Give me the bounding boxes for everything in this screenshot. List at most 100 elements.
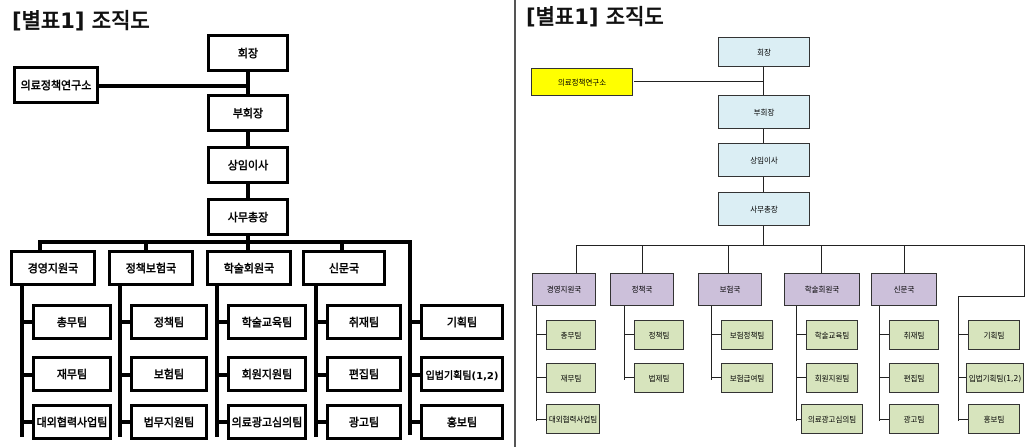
branch — [118, 420, 132, 424]
institute-box: 의료정책연구소 — [13, 66, 99, 104]
panel-divider — [514, 0, 516, 447]
team-box: 대외협력사업팀 — [32, 404, 112, 440]
team-box: 광고팀 — [889, 404, 939, 434]
dept-drop-3 — [728, 245, 729, 273]
institute-connector — [634, 81, 764, 82]
team-box: 기획팀 — [420, 304, 504, 340]
branch — [958, 334, 968, 335]
exec-box-secretary-general: 사무총장 — [718, 192, 810, 226]
branch — [536, 334, 546, 335]
team-box: 홍보팀 — [968, 404, 1020, 434]
branch — [624, 334, 634, 335]
team-stem-4 — [796, 306, 797, 421]
team-box: 기획팀 — [968, 320, 1020, 350]
team-box: 보험팀 — [130, 356, 208, 392]
department-box-insurance: 보험국 — [698, 273, 762, 306]
exec-box-president: 회장 — [718, 37, 810, 67]
dept-drop-5 — [904, 245, 905, 273]
branch — [958, 377, 968, 378]
branch — [408, 320, 422, 324]
team-box: 홍보팀 — [420, 404, 504, 440]
team-box: 편집팀 — [889, 363, 939, 393]
department-bus — [576, 245, 1024, 246]
team-box: 총무팀 — [546, 320, 596, 350]
branch — [796, 377, 806, 378]
branch — [215, 320, 229, 324]
branch — [879, 377, 889, 378]
department-box-policy: 정책국 — [610, 273, 674, 306]
dept-drop-5 — [408, 240, 412, 297]
exec-box-vice-president: 부회장 — [207, 94, 289, 132]
team-box: 정책팀 — [634, 320, 684, 350]
department-box-newspaper: 신문국 — [302, 250, 386, 286]
branch — [711, 334, 721, 335]
branch — [314, 373, 328, 377]
institute-connector — [96, 84, 248, 88]
dept-drop-1 — [576, 245, 577, 273]
team-stem-5 — [408, 295, 412, 435]
branch — [879, 334, 889, 335]
exec-box-president: 회장 — [207, 34, 289, 72]
team-box: 법무지원팀 — [130, 404, 208, 440]
team-stem-4 — [314, 282, 318, 437]
branch — [408, 373, 422, 377]
branch — [118, 320, 132, 324]
team-stem-1 — [536, 306, 537, 421]
branch — [408, 420, 422, 424]
exec-box-standing-director: 상임이사 — [207, 146, 289, 184]
branch — [215, 420, 229, 424]
col6-bus — [958, 296, 1024, 297]
branch — [879, 419, 889, 420]
branch — [314, 320, 328, 324]
team-box: 재무팀 — [546, 363, 596, 393]
chart-title: [별표1] 조직도 — [526, 5, 664, 29]
dept-drop-6 — [1024, 245, 1025, 297]
branch — [20, 373, 34, 377]
branch — [624, 377, 634, 378]
team-box: 회원지원팀 — [806, 363, 858, 393]
team-box: 법제팀 — [634, 363, 684, 393]
team-box: 보험정책팀 — [721, 320, 773, 350]
new-org-chart: [별표1] 조직도 회장 부회장 상임이사 사무총장 의료정책연구소 경영지원국… — [516, 0, 1027, 447]
team-box: 입법기획팀(1,2) — [966, 363, 1024, 393]
team-box: 광고팀 — [326, 404, 402, 440]
chart-title: [별표1] 조직도 — [12, 9, 150, 33]
branch — [215, 373, 229, 377]
department-bus — [38, 240, 410, 244]
team-stem-1 — [20, 282, 24, 437]
branch — [796, 334, 806, 335]
team-box: 의료광고심의팀 — [227, 404, 307, 440]
department-box-policy-insurance: 정책보험국 — [108, 250, 194, 286]
department-box-academic-member: 학술회원국 — [206, 250, 292, 286]
team-stem-3 — [711, 306, 712, 380]
department-box-newspaper: 신문국 — [871, 273, 937, 306]
institute-box: 의료정책연구소 — [531, 68, 633, 96]
team-box: 취재팀 — [889, 320, 939, 350]
old-org-chart: [별표1] 조직도 회장 부회장 상임이사 사무총장 의료정책연구소 경영지원국… — [10, 9, 504, 440]
team-box: 정책팀 — [130, 304, 208, 340]
team-stem-2 — [118, 282, 122, 437]
department-box-academic-member: 학술회원국 — [784, 273, 860, 306]
team-stem-5 — [879, 306, 880, 421]
team-stem-2 — [624, 306, 625, 380]
team-box: 입법기획팀(1,2) — [420, 356, 504, 392]
exec-box-secretary-general: 사무총장 — [207, 198, 289, 236]
team-box: 의료광고심의팀 — [801, 404, 863, 434]
team-box: 취재팀 — [326, 304, 402, 340]
branch — [536, 419, 546, 420]
team-box: 대외협력사업팀 — [546, 404, 600, 434]
team-box: 재무팀 — [32, 356, 112, 392]
dept-drop-2 — [642, 245, 643, 273]
branch — [958, 419, 968, 420]
department-box-management: 경영지원국 — [532, 273, 596, 306]
department-box-management: 경영지원국 — [10, 250, 96, 286]
dept-drop-4 — [821, 245, 822, 273]
team-box: 총무팀 — [32, 304, 112, 340]
team-box: 편집팀 — [326, 356, 402, 392]
team-box: 회원지원팀 — [227, 356, 307, 392]
branch — [314, 420, 328, 424]
team-box: 보험급여팀 — [721, 363, 773, 393]
exec-box-standing-director: 상임이사 — [718, 143, 810, 177]
branch — [118, 373, 132, 377]
team-stem-3 — [215, 282, 219, 437]
